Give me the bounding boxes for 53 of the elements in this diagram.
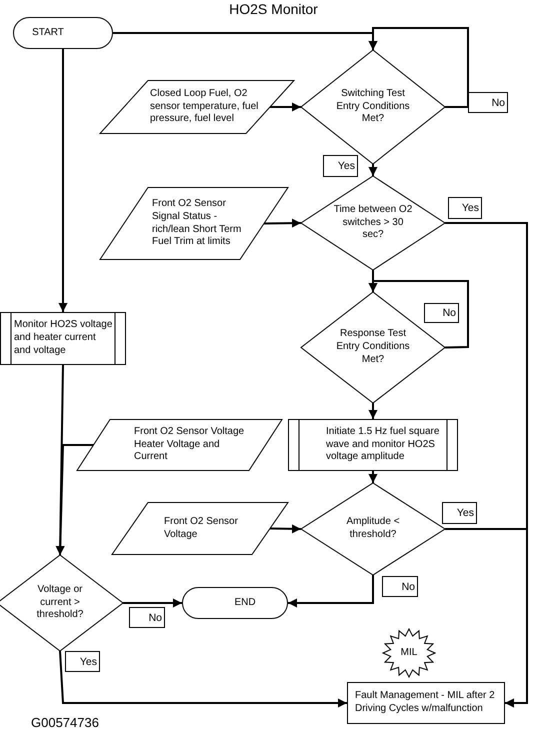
- data-parallelogram: [100, 187, 288, 260]
- arrow: [264, 218, 302, 228]
- subprocess-box: [0, 312, 126, 365]
- terminator: [182, 587, 288, 619]
- arrow: [368, 27, 469, 108]
- arrow: [56, 444, 94, 556]
- node-text: Amplitude < threshold?: [345, 516, 401, 542]
- edge-label: No: [129, 607, 165, 628]
- node-text: Time between O2 switches > 30 sec?: [333, 204, 413, 242]
- arrow: [368, 280, 469, 348]
- node-text: START: [31, 26, 65, 40]
- edge-label: No: [424, 303, 459, 323]
- node-text: END: [233, 596, 257, 610]
- edge-label: No: [468, 92, 508, 113]
- arrow: [270, 524, 302, 534]
- data-parallelogram: [100, 80, 294, 134]
- node-text: Front O2 Sensor Voltage Heater Voltage and Current: [134, 426, 246, 464]
- terminator: [13, 17, 113, 49]
- node-text: Switching Test Entry Conditions Met?: [335, 88, 411, 126]
- edge-label: Yes: [448, 197, 482, 219]
- data-parallelogram: [77, 419, 282, 471]
- arrow: [368, 403, 378, 419]
- arrow: [59, 650, 347, 708]
- edge-label: Yes: [323, 155, 358, 177]
- arrow: [123, 598, 182, 608]
- figure-code: G00574736: [31, 715, 99, 730]
- node-text: Front O2 Sensor Voltage: [164, 516, 239, 542]
- decision-diamond: [301, 483, 445, 575]
- node-text: MIL: [400, 646, 418, 660]
- node-text: Fault Management - MIL after 2 Driving Cycles w/malfunction: [355, 690, 496, 716]
- data-parallelogram: [112, 502, 288, 555]
- subprocess-box: [288, 419, 458, 471]
- arrow: [58, 49, 68, 312]
- arrow: [270, 102, 301, 112]
- node-text: Monitor HO2S voltage and heater current and voltage: [14, 319, 114, 358]
- arrow: [445, 528, 528, 708]
- decision-diamond: [0, 555, 123, 651]
- diagram-title: HO2S Monitor: [229, 1, 318, 17]
- decision-diamond: [301, 176, 445, 270]
- node-text: Front O2 Sensor Signal Status - rich/lean Short Term Fuel Trim at limits: [152, 198, 242, 250]
- edge-label: Yes: [442, 502, 477, 524]
- starburst: [383, 629, 435, 677]
- arrow: [288, 575, 374, 608]
- edge-label: Yes: [65, 651, 100, 672]
- edge-label: No: [382, 576, 418, 597]
- process-box: [347, 682, 505, 724]
- arrow: [368, 471, 378, 483]
- node-text: Closed Loop Fuel, O2 sensor temperature, fuel pressure, fuel level: [150, 88, 260, 126]
- arrow: [368, 164, 378, 176]
- decision-diamond: [301, 292, 445, 403]
- node-text: Initiate 1.5 Hz fuel square wave and monitor HO2S voltage amplitude: [326, 426, 440, 464]
- node-text: Response Test Entry Conditions Met?: [335, 328, 411, 367]
- node-text: Voltage or current > threshold?: [36, 584, 84, 622]
